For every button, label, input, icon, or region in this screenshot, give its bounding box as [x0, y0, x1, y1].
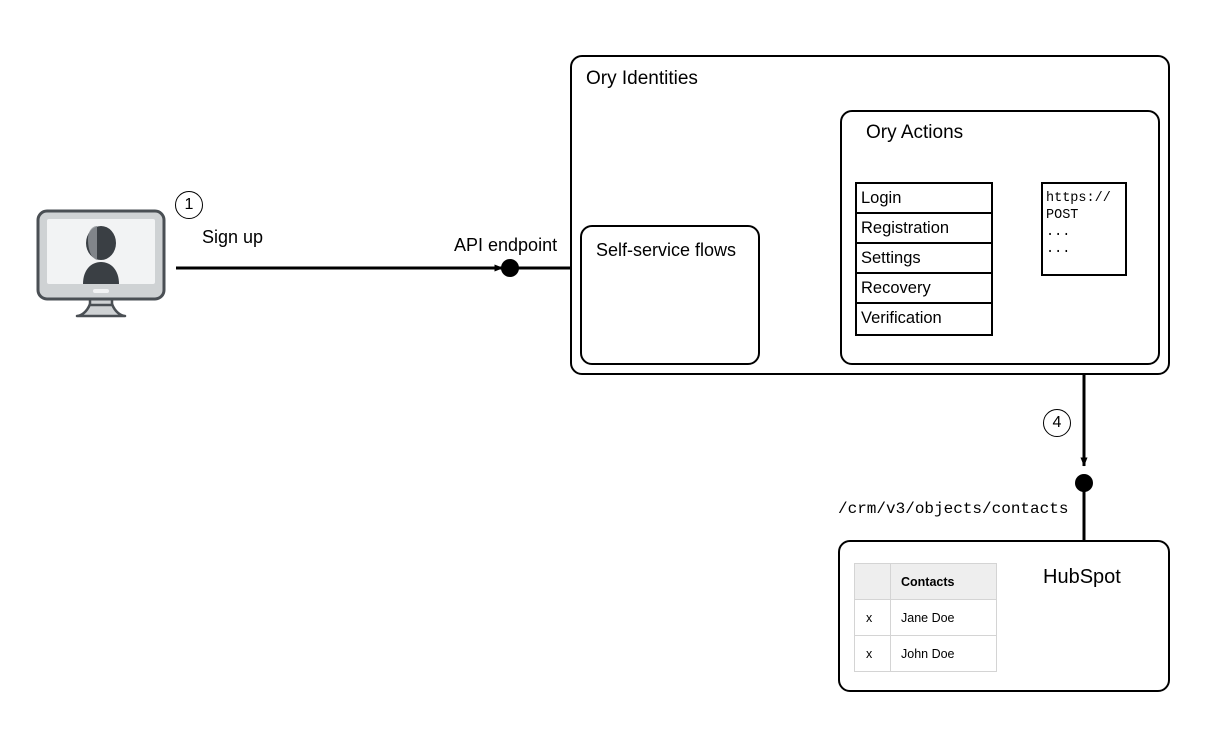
table-row[interactable]: x Jane Doe	[854, 599, 997, 636]
hubspot-contacts-table: Contacts x Jane Doe x John Doe	[854, 563, 997, 672]
row-mark: x	[854, 599, 891, 636]
table-row[interactable]: x John Doe	[854, 635, 997, 672]
row-contact-name: John Doe	[890, 635, 997, 672]
label-api-endpoint: API endpoint	[454, 235, 558, 255]
step-badge-4: 4	[1043, 409, 1071, 437]
row-contact-name: Jane Doe	[890, 599, 997, 636]
step-badge-1: 1	[175, 191, 203, 219]
table-header-contacts: Contacts	[890, 563, 997, 600]
table-header-blank	[854, 563, 891, 600]
flow-item-verification[interactable]: Verification	[857, 304, 991, 334]
label-crm-path: /crm/v3/objects/contacts	[838, 500, 1069, 518]
table-header-row: Contacts	[854, 563, 997, 600]
label-sign-up: Sign up	[202, 227, 264, 247]
desktop-monitor-user-icon	[36, 209, 166, 318]
ory-identities-title: Ory Identities	[586, 68, 698, 89]
ory-actions-flow-list: Login Registration Settings Recovery Ver…	[855, 182, 993, 336]
self-service-flows-box	[580, 225, 760, 365]
self-service-flows-title: Self-service flows	[596, 240, 737, 260]
ory-actions-title: Ory Actions	[866, 122, 964, 143]
api-endpoint-dot	[501, 259, 519, 277]
flow-item-login[interactable]: Login	[857, 184, 991, 214]
hubspot-title: HubSpot	[1043, 566, 1121, 588]
flow-item-settings[interactable]: Settings	[857, 244, 991, 274]
row-mark: x	[854, 635, 891, 672]
flow-item-registration[interactable]: Registration	[857, 214, 991, 244]
webhook-code-text: https:// POST ... ...	[1046, 191, 1111, 257]
webhook-code-box	[1041, 182, 1127, 276]
flow-item-recovery[interactable]: Recovery	[857, 274, 991, 304]
